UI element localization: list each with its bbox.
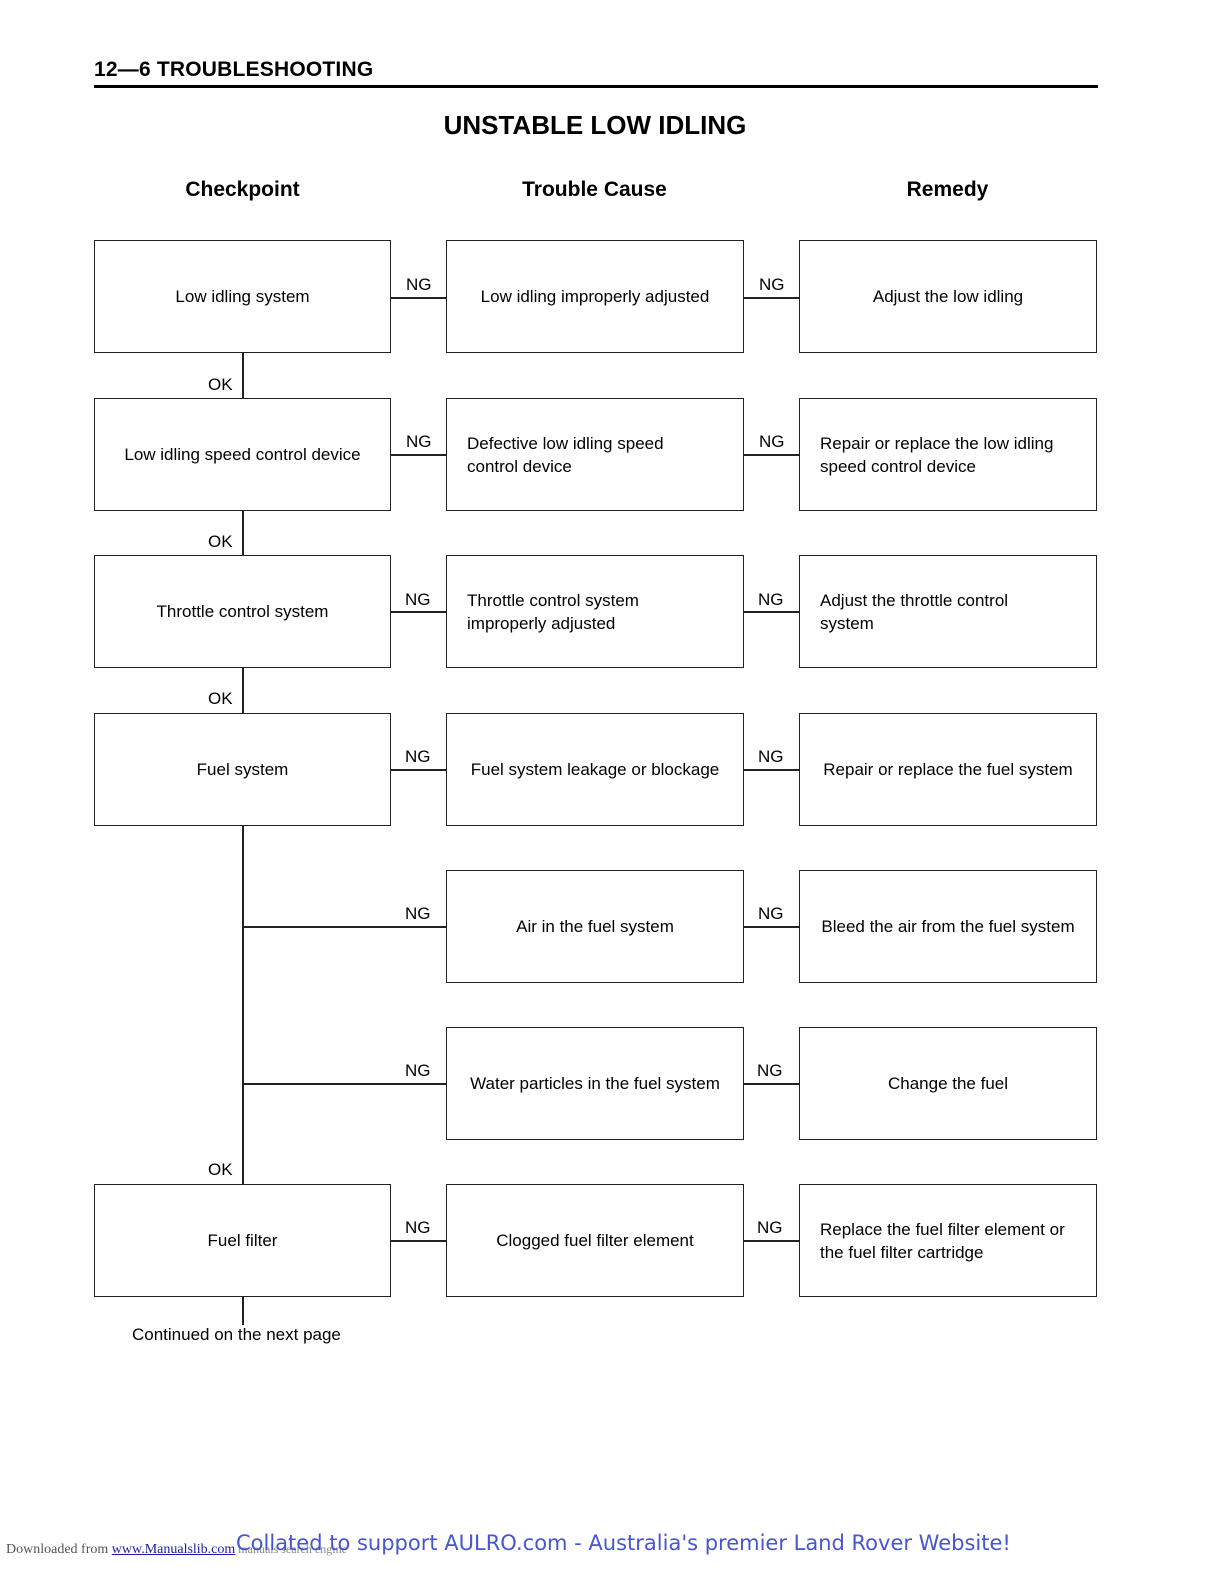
column-header-remedy: Remedy xyxy=(906,178,989,201)
column-header-checkpoint: Checkpoint xyxy=(185,178,300,201)
connector-line xyxy=(242,1083,446,1085)
checkpoint-box: Fuel filter xyxy=(94,1184,391,1297)
remedy-text: Replace the fuel filter element or the f… xyxy=(820,1219,1065,1262)
cause-text: Air in the fuel system xyxy=(516,917,674,936)
ng-label: NG xyxy=(759,275,785,294)
cause-text: Clogged fuel filter element xyxy=(496,1231,694,1250)
cause-box: Defective low idling speed control devic… xyxy=(446,398,744,511)
page-title: UNSTABLE LOW IDLING xyxy=(443,110,747,140)
connector-line xyxy=(242,1297,244,1325)
download-footer: Downloaded from www.Manualslib.com manua… xyxy=(6,1542,347,1558)
remedy-text: Adjust the low idling xyxy=(872,287,1024,306)
checkpoint-box: Fuel system xyxy=(94,713,391,826)
downloaded-text: Downloaded from xyxy=(6,1542,112,1557)
checkpoint-box: Throttle control system xyxy=(94,555,391,668)
header-rule xyxy=(94,85,1098,88)
ng-label: NG xyxy=(758,747,784,766)
remedy-text: Change the fuel xyxy=(887,1074,1009,1093)
ng-label: NG xyxy=(757,1218,783,1237)
remedy-text: Bleed the air from the fuel system xyxy=(821,917,1075,936)
remedy-box: Adjust the throttle control system xyxy=(799,555,1097,668)
checkpoint-text: Low idling system xyxy=(175,287,310,306)
column-header-trouble-cause: Trouble Cause xyxy=(522,178,667,201)
connector-line xyxy=(391,611,446,613)
ng-label: NG xyxy=(405,747,431,766)
remedy-text: Repair or replace the fuel system xyxy=(823,760,1073,779)
checkpoint-box: Low idling speed control device xyxy=(94,398,391,511)
ng-label: NG xyxy=(405,590,431,609)
cause-text: Throttle control system improperly adjus… xyxy=(467,590,639,633)
cause-box: Low idling improperly adjusted xyxy=(446,240,744,353)
ng-label: NG xyxy=(405,904,431,923)
remedy-box: Adjust the low idling xyxy=(799,240,1097,353)
ng-label: NG xyxy=(757,1061,783,1080)
cause-box: Air in the fuel system xyxy=(446,870,744,983)
cause-text: Defective low idling speed control devic… xyxy=(467,433,664,476)
ok-label: OK xyxy=(208,1160,233,1179)
connector-line xyxy=(242,511,244,555)
remedy-text: Repair or replace the low idling speed c… xyxy=(820,433,1054,476)
checkpoint-box: Low idling system xyxy=(94,240,391,353)
connector-line xyxy=(744,297,799,299)
ng-label: NG xyxy=(758,904,784,923)
ng-label: NG xyxy=(405,1061,431,1080)
ng-label: NG xyxy=(406,432,432,451)
checkpoint-text: Low idling speed control device xyxy=(124,445,361,464)
connector-line xyxy=(744,1240,799,1242)
ok-label: OK xyxy=(208,375,233,394)
continued-note: Continued on the next page xyxy=(132,1325,341,1344)
ng-label: NG xyxy=(406,275,432,294)
ok-label: OK xyxy=(208,689,233,708)
connector-line xyxy=(242,353,244,398)
ng-label: NG xyxy=(405,1218,431,1237)
cause-box: Clogged fuel filter element xyxy=(446,1184,744,1297)
connector-line xyxy=(391,1240,446,1242)
connector-line xyxy=(744,926,799,928)
connector-line xyxy=(391,454,446,456)
remedy-box: Bleed the air from the fuel system xyxy=(799,870,1097,983)
connector-line xyxy=(391,297,446,299)
connector-line xyxy=(744,1083,799,1085)
remedy-box: Repair or replace the fuel system xyxy=(799,713,1097,826)
collated-watermark: Collated to support AULRO.com - Australi… xyxy=(236,1531,1011,1555)
ok-label: OK xyxy=(208,532,233,551)
connector-line xyxy=(242,926,446,928)
connector-line xyxy=(242,668,244,713)
remedy-box: Change the fuel xyxy=(799,1027,1097,1140)
connector-line xyxy=(744,454,799,456)
remedy-box: Replace the fuel filter element or the f… xyxy=(799,1184,1097,1297)
connector-line xyxy=(744,611,799,613)
checkpoint-text: Fuel system xyxy=(196,760,289,779)
cause-text: Fuel system leakage or blockage xyxy=(470,760,720,779)
remedy-text: Adjust the throttle control system xyxy=(820,590,1009,633)
search-engine-text: manuals search engine xyxy=(235,1542,347,1556)
connector-line xyxy=(391,769,446,771)
checkpoint-text: Throttle control system xyxy=(156,602,329,621)
section-header: 12—6 TROUBLESHOOTING xyxy=(94,58,374,81)
ng-label: NG xyxy=(758,590,784,609)
ng-label: NG xyxy=(759,432,785,451)
cause-text: Low idling improperly adjusted xyxy=(480,287,710,306)
manualslib-link[interactable]: www.Manualslib.com xyxy=(111,1542,236,1557)
cause-text: Water particles in the fuel system xyxy=(470,1074,720,1093)
connector-line xyxy=(242,826,244,1184)
cause-box: Throttle control system improperly adjus… xyxy=(446,555,744,668)
checkpoint-text: Fuel filter xyxy=(207,1231,278,1250)
connector-line xyxy=(744,769,799,771)
remedy-box: Repair or replace the low idling speed c… xyxy=(799,398,1097,511)
cause-box: Fuel system leakage or blockage xyxy=(446,713,744,826)
cause-box: Water particles in the fuel system xyxy=(446,1027,744,1140)
